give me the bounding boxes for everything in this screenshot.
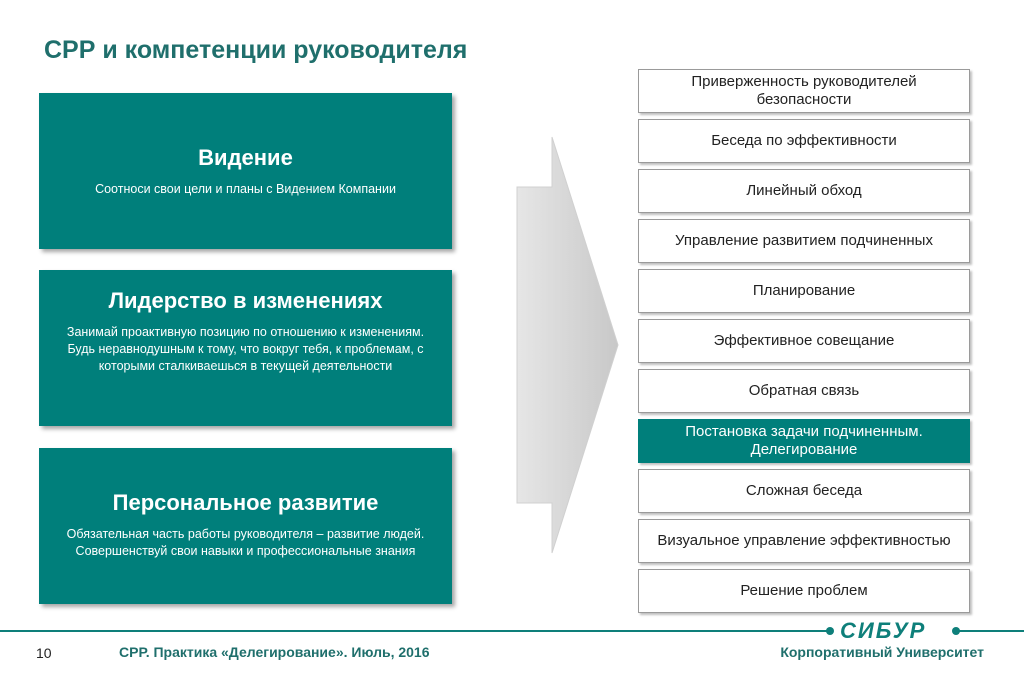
- practice-item-effective-meeting[interactable]: Эффективное совещание: [638, 319, 970, 363]
- divider-dot: [826, 627, 834, 635]
- competency-description: Занимай проактивную позицию по отношению…: [66, 325, 425, 373]
- competency-heading: Видение: [198, 145, 293, 170]
- divider-dot: [952, 627, 960, 635]
- practice-item-performance-talk[interactable]: Беседа по эффективности: [638, 119, 970, 163]
- practice-item-problem-solving[interactable]: Решение проблем: [638, 569, 970, 613]
- practice-item-visual-management[interactable]: Визуальное управление эффективностью: [638, 519, 970, 563]
- competency-box-vision: Видение Соотноси свои цели и планы с Вид…: [39, 93, 452, 249]
- practice-item-subordinate-development[interactable]: Управление развитием подчиненных: [638, 219, 970, 263]
- competency-heading: Лидерство в изменениях: [108, 288, 383, 313]
- footer-divider: [0, 630, 828, 632]
- practice-item-line-walk[interactable]: Линейный обход: [638, 169, 970, 213]
- page-title: СРР и компетенции руководителя: [44, 36, 468, 64]
- competency-box-personal-development: Персональное развитие Обязательная часть…: [39, 448, 452, 604]
- competency-description: Обязательная часть работы руководителя –…: [66, 527, 425, 558]
- footer-caption: СРР. Практика «Делегирование». Июль, 201…: [119, 644, 430, 660]
- competency-heading: Персональное развитие: [112, 490, 379, 515]
- competency-box-leadership: Лидерство в изменениях Занимай проактивн…: [39, 270, 452, 426]
- university-name: Корпоративный Университет: [780, 644, 984, 660]
- footer-divider: [958, 630, 1024, 632]
- company-logo: СИБУР: [840, 618, 927, 643]
- practice-item-planning[interactable]: Планирование: [638, 269, 970, 313]
- practice-item-feedback[interactable]: Обратная связь: [638, 369, 970, 413]
- page-number: 10: [36, 645, 52, 661]
- practice-item-difficult-talk[interactable]: Сложная беседа: [638, 469, 970, 513]
- competency-description: Соотноси свои цели и планы с Видением Ко…: [95, 182, 396, 196]
- practice-item-safety[interactable]: Приверженность руководителей безопасност…: [638, 69, 970, 113]
- practice-item-delegation[interactable]: Постановка задачи подчиненным. Делегиров…: [638, 419, 970, 463]
